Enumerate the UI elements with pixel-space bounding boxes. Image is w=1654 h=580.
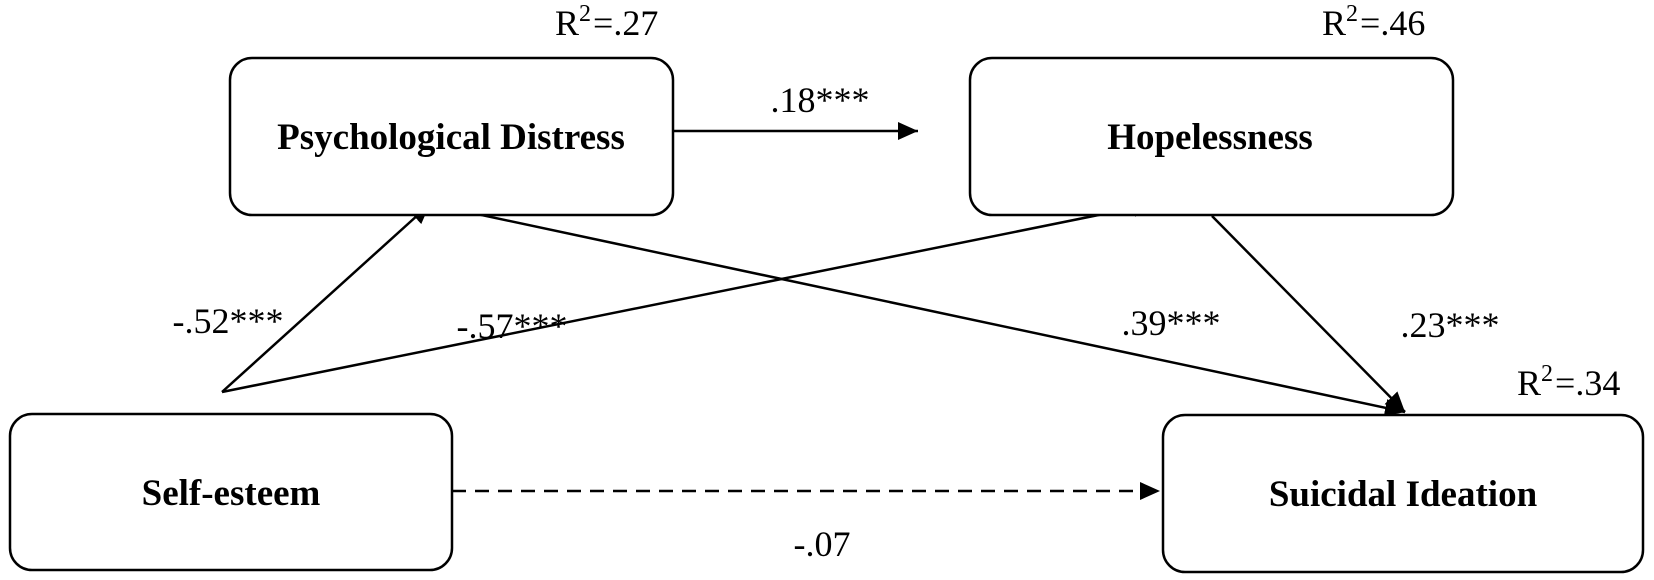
node-suicidal-ideation-box [1161,413,1645,574]
coef-distress-to-ideation: .39*** [1122,303,1221,343]
r2-hopelessness: R2=.46 [1322,1,1425,43]
path-hopelessness-to-ideation [1211,215,1406,413]
node-hopelessness-label: Hopelessness [1107,117,1313,158]
path-selfesteem-to-distress [221,203,431,393]
path-selfesteem-to-hopelessness [221,199,1154,394]
node-self-esteem-box [8,412,454,572]
r2-suicidal-ideation: R2=.34 [1517,361,1620,403]
coef-selfesteem-to-hopelessness: -.57*** [457,306,568,346]
coef-hopelessness-to-ideation: .23*** [1401,305,1500,345]
path-distress-to-ideation [429,202,1406,417]
coef-distress-to-hopelessness: .18*** [771,80,870,120]
node-hopelessness-box [968,56,1455,217]
coef-selfesteem-to-ideation: -.07 [794,524,851,564]
node-self-esteem-label: Self-esteem [142,473,321,514]
node-psychological-distress-box [228,56,675,217]
coef-selfesteem-to-distress: -.52*** [173,301,284,341]
r2-psychological-distress: R2=.27 [555,1,658,43]
node-psychological-distress-label: Psychological Distress [277,117,625,158]
node-suicidal-ideation-label: Suicidal Ideation [1269,474,1538,515]
